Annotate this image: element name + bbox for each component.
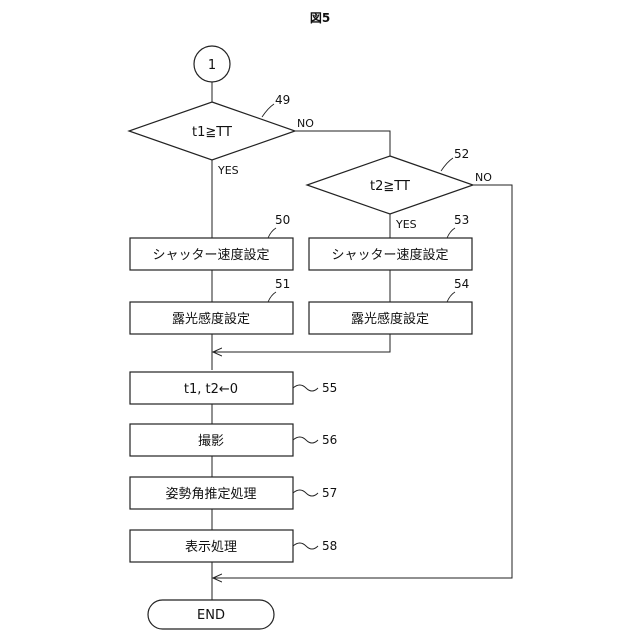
decision2-no-label: NO xyxy=(475,171,492,184)
right-exposure-ref: 54 xyxy=(454,277,469,291)
reset-timers-text: t1, t2←0 xyxy=(184,382,238,397)
capture-ref: 56 xyxy=(322,433,337,447)
display-process-ref: 58 xyxy=(322,539,337,553)
edge-right-merge xyxy=(213,334,390,352)
figure-title: 図5 xyxy=(310,11,330,25)
capture-text: 撮影 xyxy=(198,433,224,449)
decision1-ref: 49 xyxy=(275,93,290,107)
right-shutter-speed-ref: 53 xyxy=(454,213,469,227)
left-shutter-speed-text: シャッター速度設定 xyxy=(152,247,269,263)
decision2-yes-label: YES xyxy=(395,218,417,231)
right-exposure-ref-leader xyxy=(447,292,455,302)
capture-ref-leader xyxy=(293,437,318,443)
decision1-no-label: NO xyxy=(297,117,314,130)
left-shutter-speed-ref-leader xyxy=(268,228,276,238)
display-process-text: 表示処理 xyxy=(185,540,237,555)
decision1-text: t1≧TT xyxy=(192,125,232,140)
decision2-ref: 52 xyxy=(454,147,469,161)
reset-timers-ref-leader xyxy=(293,385,318,391)
decision2-ref-leader xyxy=(441,158,453,171)
attitude-estimation-ref: 57 xyxy=(322,486,337,500)
connector-label: 1 xyxy=(208,58,216,73)
left-exposure-ref: 51 xyxy=(275,277,290,291)
end-text: END xyxy=(197,608,225,623)
attitude-estimation-ref-leader xyxy=(293,490,318,496)
right-shutter-speed-text: シャッター速度設定 xyxy=(331,247,448,263)
decision2-text: t2≧TT xyxy=(370,179,410,194)
left-exposure-text: 露光感度設定 xyxy=(172,311,250,327)
right-shutter-speed-ref-leader xyxy=(447,228,455,238)
decision1-ref-leader xyxy=(262,104,274,117)
reset-timers-ref: 55 xyxy=(322,381,337,395)
decision1-yes-label: YES xyxy=(217,164,239,177)
display-process-ref-leader xyxy=(293,543,318,549)
left-shutter-speed-ref: 50 xyxy=(275,213,290,227)
edge-decision1-no xyxy=(295,131,390,156)
right-exposure-text: 露光感度設定 xyxy=(351,311,429,327)
attitude-estimation-text: 姿勢角推定処理 xyxy=(165,486,256,502)
left-exposure-ref-leader xyxy=(268,292,276,302)
